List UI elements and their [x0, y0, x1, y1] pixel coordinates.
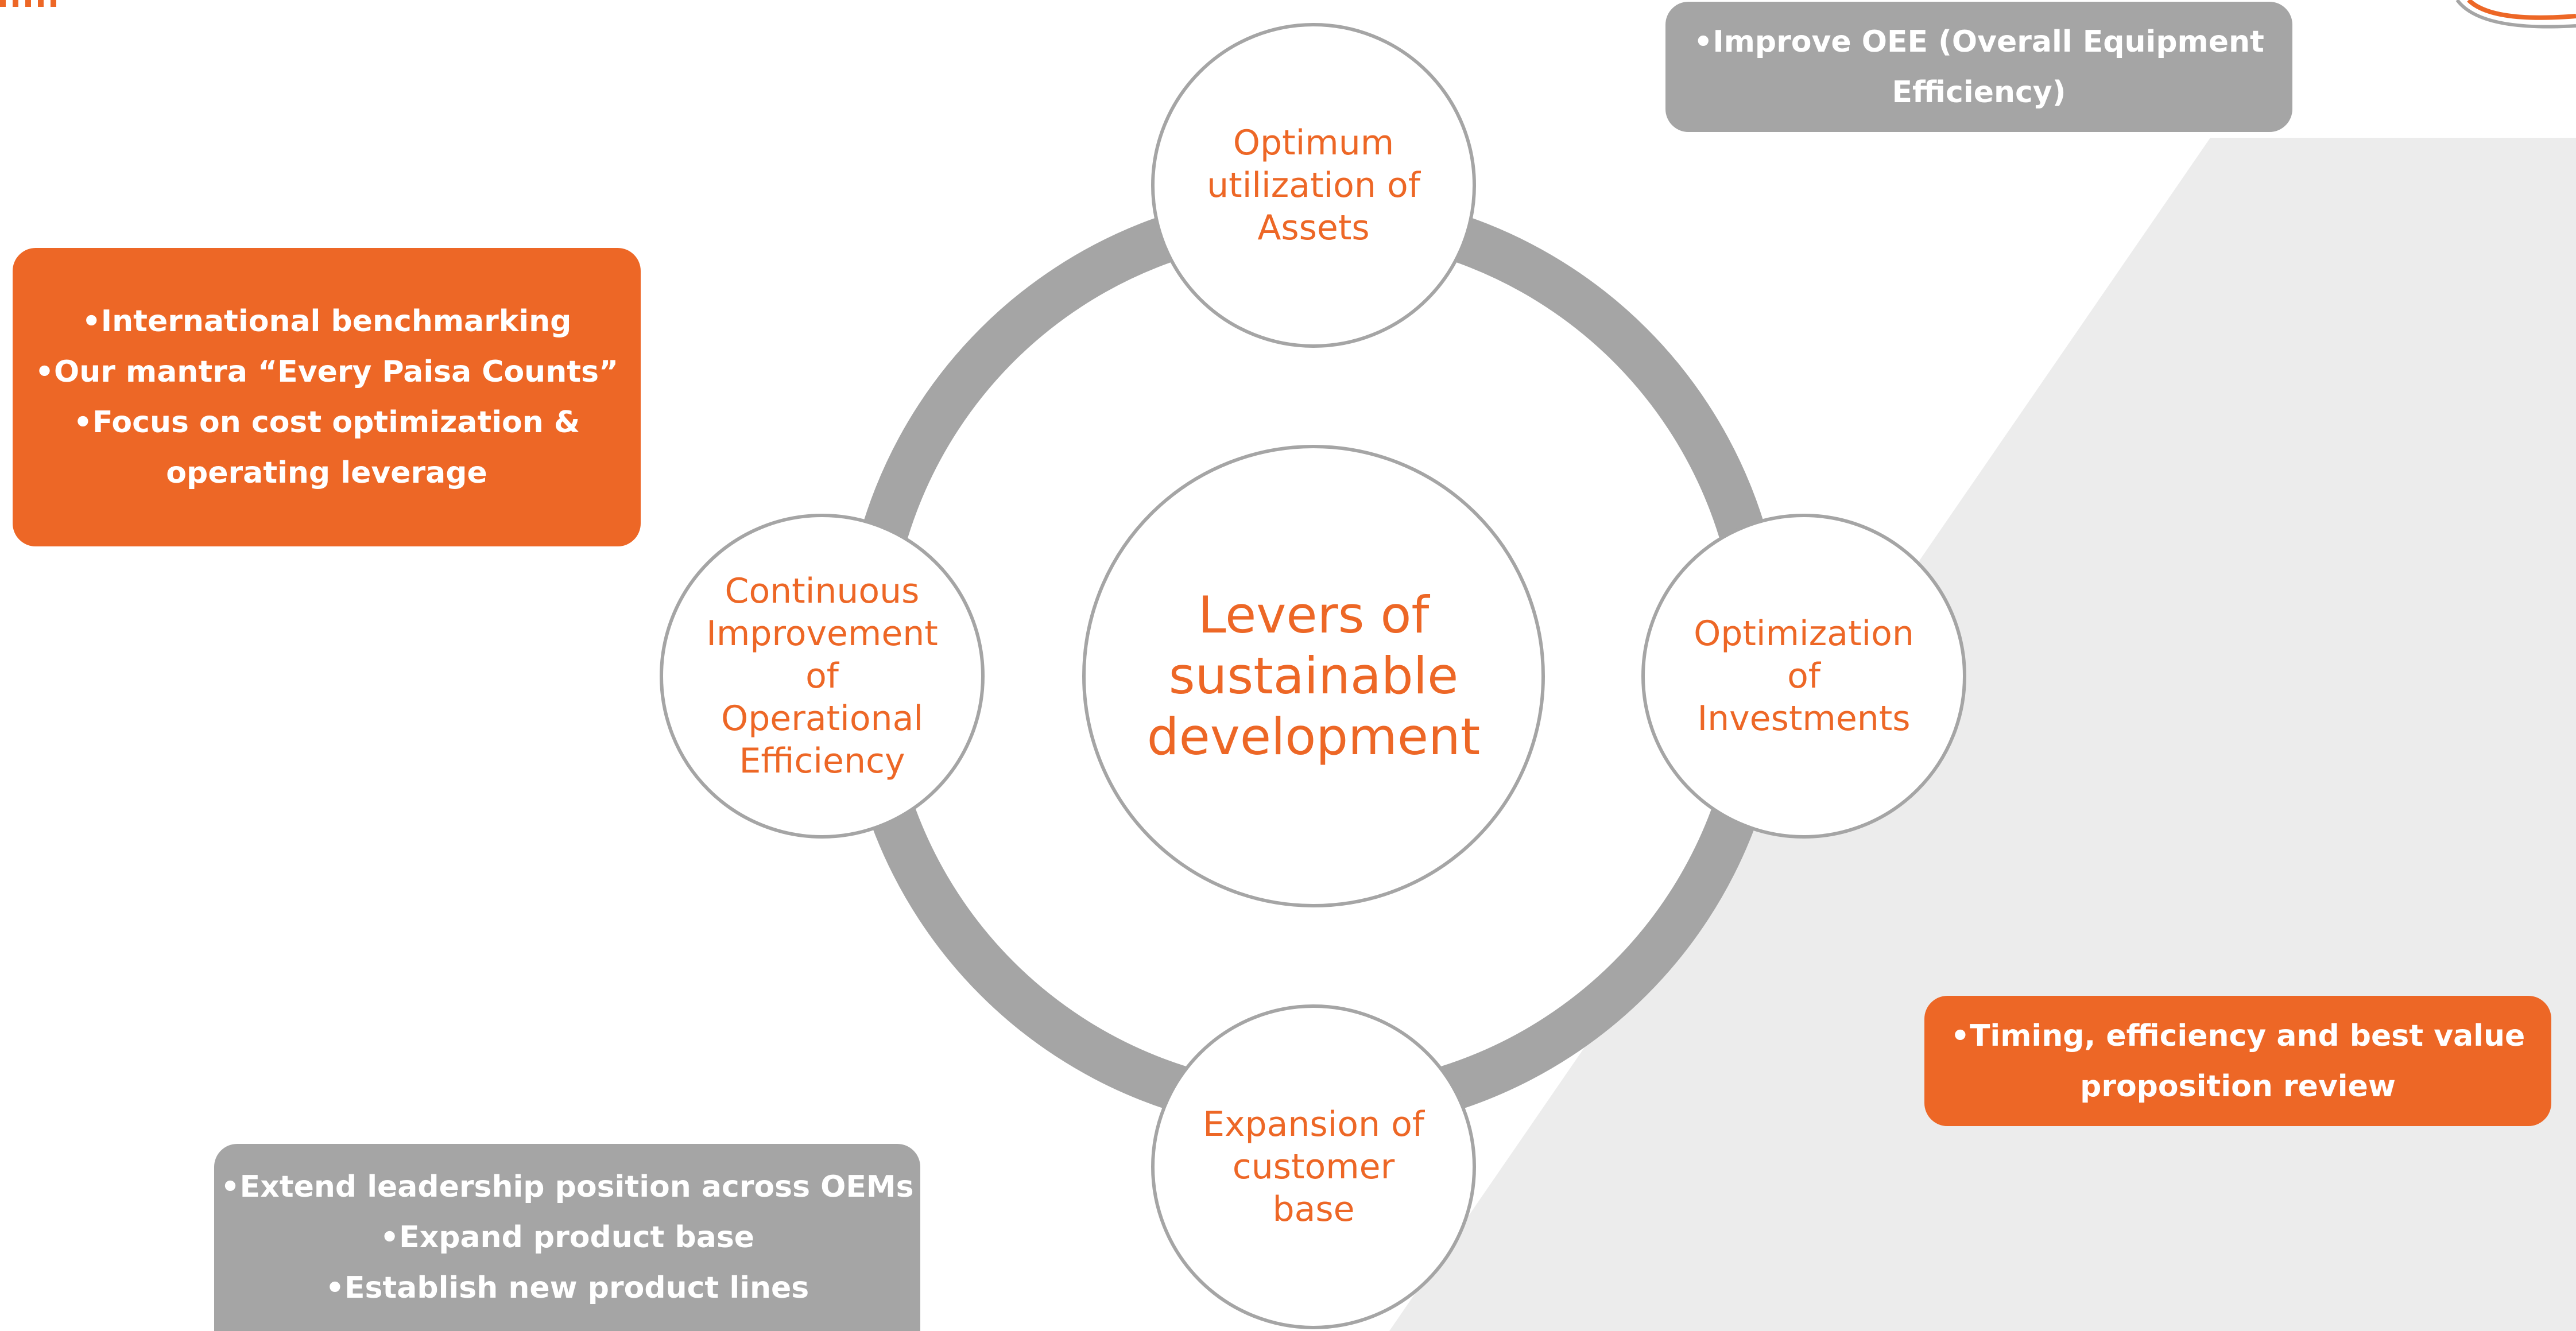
node-label-line: Optimization — [1694, 614, 1914, 654]
center-line: Levers of — [1198, 585, 1430, 645]
callout-line: proposition review — [2080, 1069, 2396, 1104]
callout-line: •Our mantra “Every Paisa Counts” — [34, 355, 619, 389]
center-line: development — [1146, 707, 1481, 766]
callout-line: operating leverage — [166, 456, 487, 490]
center-title: Levers of sustainable development — [1147, 585, 1481, 767]
callout-customer-base: •Extend leadership position across OEMs … — [214, 1144, 920, 1331]
callout-line: •Improve OEE (Overall Equipment — [1694, 24, 2264, 59]
node-optimum-utilization: Optimum utilization of Assets — [1151, 23, 1476, 348]
node-expansion-customer-base: Expansion of customer base — [1151, 1004, 1476, 1329]
node-label-line: Continuous — [725, 571, 920, 611]
callout-asset-utilization: •Improve OEE (Overall Equipment Efficien… — [1665, 2, 2292, 132]
callout-line: •Focus on cost optimization & — [73, 405, 580, 440]
node-label-line: Operational — [720, 699, 924, 739]
node-label-line: of — [805, 656, 839, 696]
node-label-line: customer — [1232, 1147, 1395, 1187]
center-line: sustainable — [1168, 646, 1459, 705]
callout-line: Efficiency) — [1892, 75, 2066, 110]
center-circle: Levers of sustainable development — [1082, 445, 1545, 907]
node-label-line: base — [1272, 1189, 1355, 1229]
node-optimization-investments: Optimization of Investments — [1641, 514, 1966, 839]
callout-line: •Expand product base — [379, 1220, 755, 1255]
callout-line: •Establish new product lines — [325, 1271, 809, 1305]
node-continuous-improvement: Continuous Improvement of Operational Ef… — [660, 514, 985, 839]
callout-investments: •Timing, efficiency and best value propo… — [1924, 996, 2551, 1126]
node-label-line: of — [1787, 656, 1820, 696]
node-label-line: utilization of — [1207, 165, 1420, 205]
callout-line: •International benchmarking — [82, 304, 572, 339]
node-label-line: Improvement — [706, 614, 938, 654]
node-label-line: Investments — [1697, 699, 1911, 739]
node-label-line: Efficiency — [739, 741, 905, 781]
corner-logo-arc — [2455, 0, 2576, 29]
node-label-line: Assets — [1257, 208, 1370, 248]
decorative-dots — [0, 0, 56, 7]
callout-operational-efficiency: •International benchmarking •Our mantra … — [13, 248, 641, 546]
callout-line: •Timing, efficiency and best value — [1950, 1018, 2525, 1053]
node-label-line: Expansion of — [1203, 1104, 1424, 1144]
callout-line: •Extend leadership position across OEMs — [220, 1170, 914, 1204]
node-label-line: Optimum — [1233, 123, 1394, 163]
